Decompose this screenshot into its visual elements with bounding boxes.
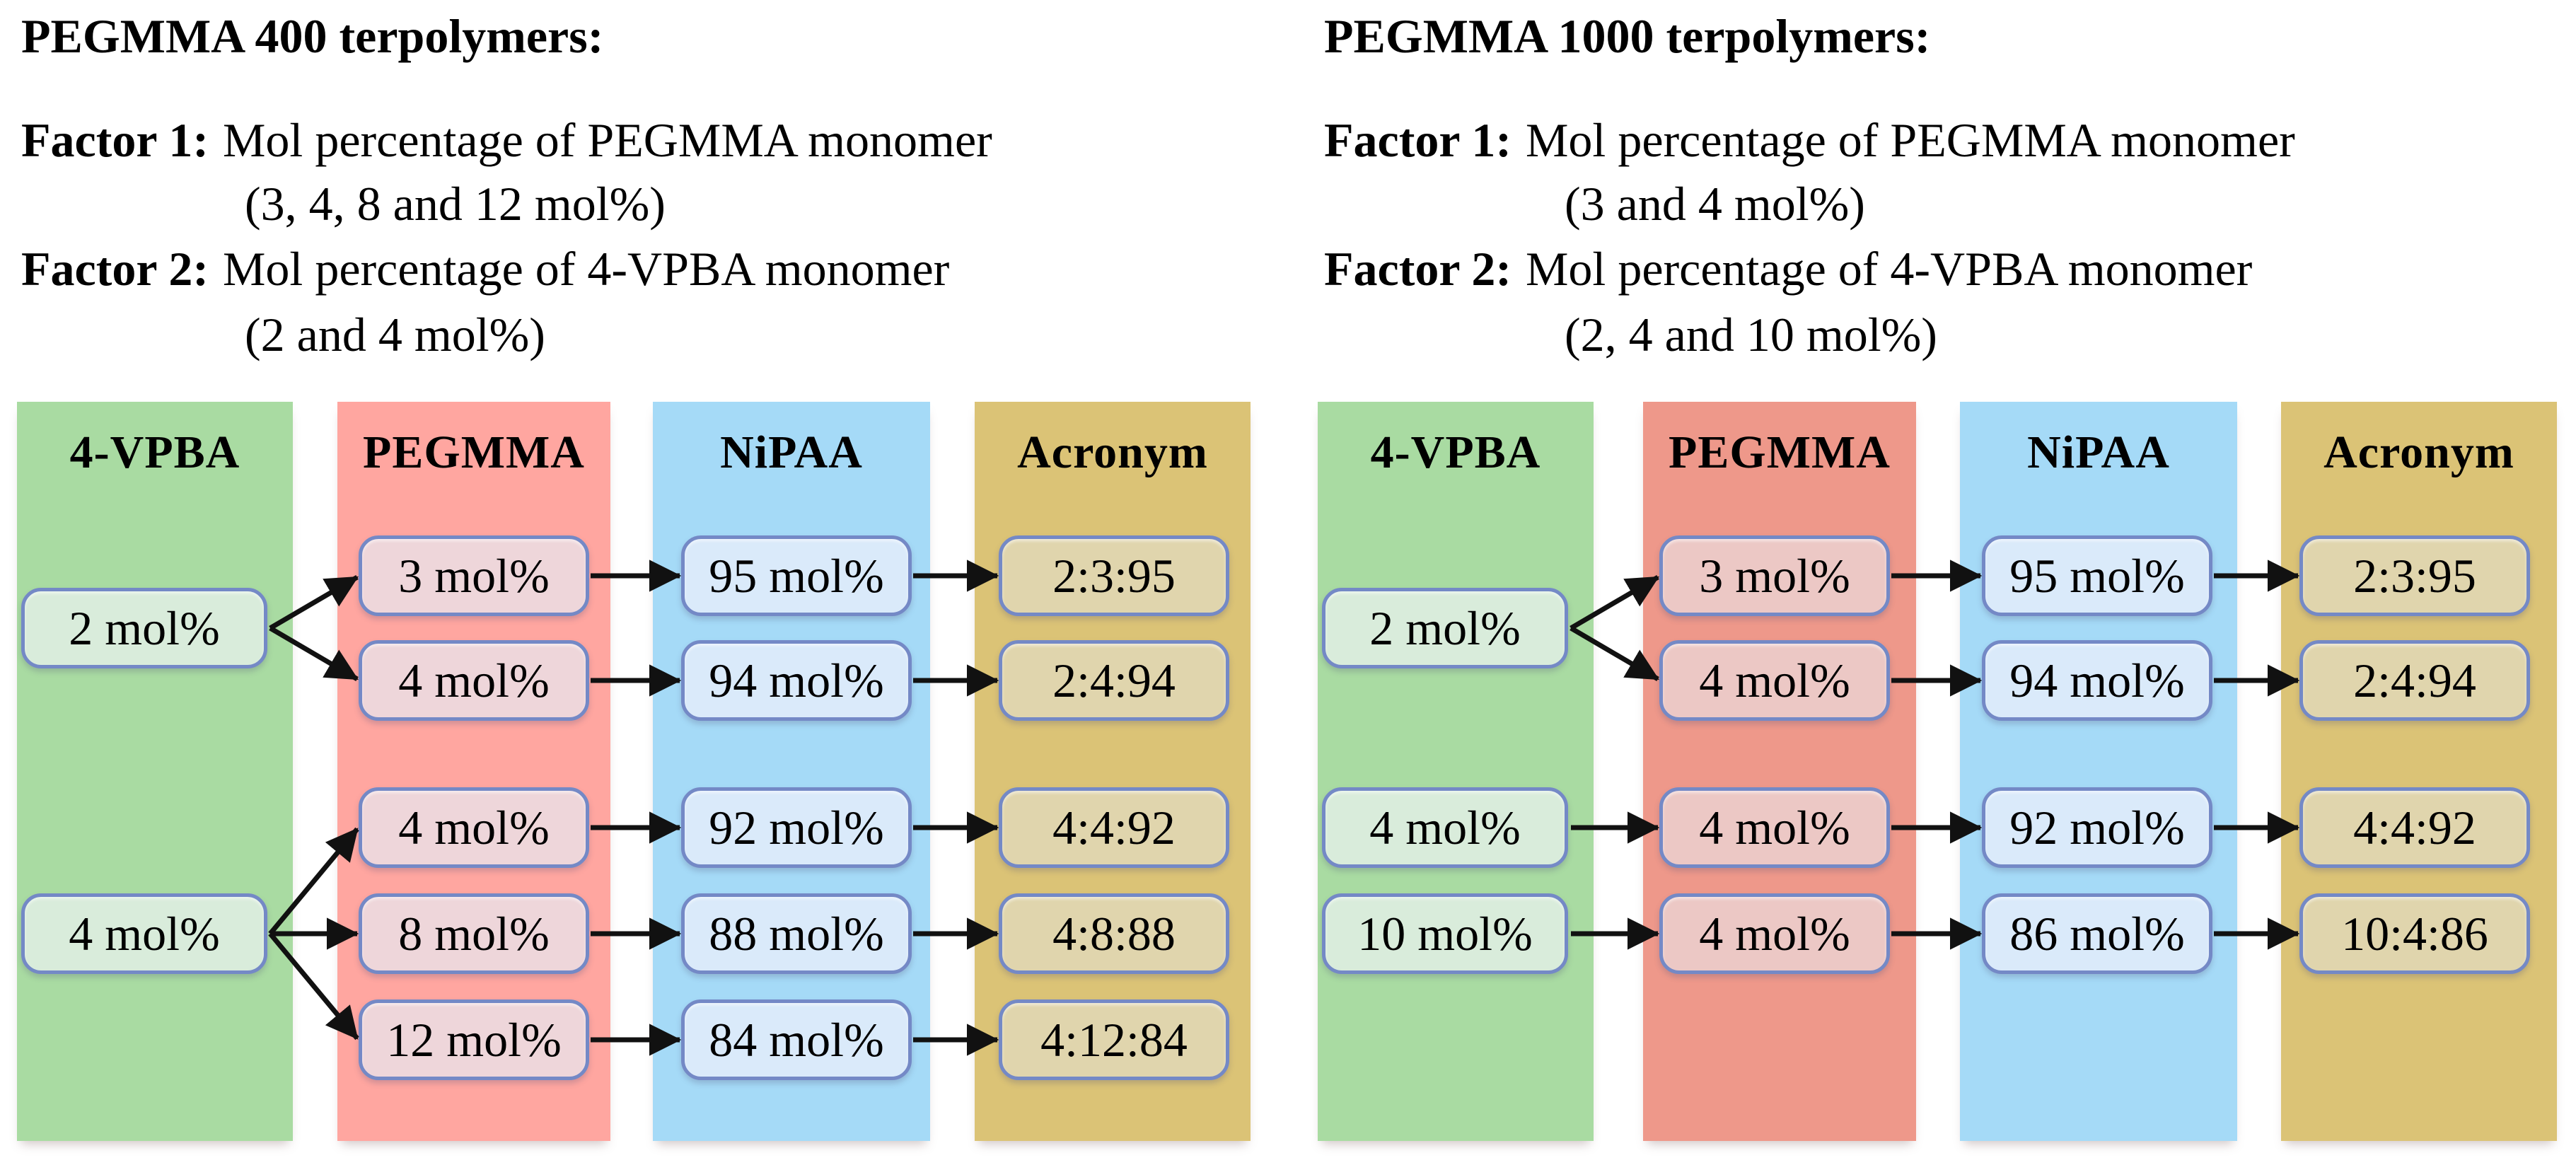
column-pegmma: PEGMMA [1643, 402, 1916, 1141]
column-header-vpba: 4-VPBA [69, 427, 240, 478]
acronym-box: 4:12:84 [999, 999, 1229, 1080]
column-acronym: Acronym [2281, 402, 2557, 1141]
panel-1000-factor2-note: (2, 4 and 10 mol%) [1565, 308, 1937, 361]
factor1-label: Factor 1: [1324, 113, 1512, 167]
column-nipaa: NiPAA [1960, 402, 2237, 1141]
panel-400-factor2-note: (2 and 4 mol%) [245, 308, 545, 361]
nipaa-box: 95 mol% [681, 535, 912, 616]
factor2-label: Factor 2: [21, 242, 209, 296]
nipaa-box: 92 mol% [681, 787, 912, 868]
nipaa-box: 94 mol% [1982, 640, 2212, 721]
pegmma-box: 4 mol% [1659, 787, 1890, 868]
acronym-box: 2:3:95 [2299, 535, 2530, 616]
acronym-box: 2:4:94 [999, 640, 1229, 721]
column-header-pegmma: PEGMMA [363, 427, 585, 478]
column-header-pegmma: PEGMMA [1669, 427, 1891, 478]
pegmma-box: 3 mol% [359, 535, 589, 616]
acronym-box: 10:4:86 [2299, 893, 2530, 974]
nipaa-box: 92 mol% [1982, 787, 2212, 868]
nipaa-box: 88 mol% [681, 893, 912, 974]
column-vpba: 4-VPBA [1318, 402, 1594, 1141]
column-header-nipaa: NiPAA [2027, 427, 2170, 478]
panel-400-factor2-line: Factor 2:Mol percentage of 4-VPBA monome… [21, 243, 949, 296]
panel-400-title: PEGMMA 400 terpolymers: [21, 9, 604, 63]
panel-1000-factor1-line: Factor 1:Mol percentage of PEGMMA monome… [1324, 114, 2295, 167]
factor1-label: Factor 1: [21, 113, 209, 167]
pegmma-box: 12 mol% [359, 999, 589, 1080]
factor1-text: Mol percentage of PEGMMA monomer [222, 113, 992, 167]
panel-1000-factor1-note: (3 and 4 mol%) [1565, 177, 1865, 231]
factor2-label: Factor 2: [1324, 242, 1512, 296]
panel-1000-title: PEGMMA 1000 terpolymers: [1324, 9, 1931, 63]
acronym-box: 4:4:92 [2299, 787, 2530, 868]
panel-400-factor1-note: (3, 4, 8 and 12 mol%) [245, 177, 666, 231]
column-vpba: 4-VPBA [17, 402, 293, 1141]
column-header-acronym: Acronym [2323, 427, 2514, 478]
factor2-text: Mol percentage of 4-VPBA monomer [1525, 242, 2253, 296]
acronym-box: 4:4:92 [999, 787, 1229, 868]
acronym-box: 4:8:88 [999, 893, 1229, 974]
column-header-nipaa: NiPAA [720, 427, 863, 478]
nipaa-box: 86 mol% [1982, 893, 2212, 974]
column-header-vpba: 4-VPBA [1370, 427, 1541, 478]
vpba-box: 4 mol% [1322, 787, 1568, 868]
pegmma-box: 8 mol% [359, 893, 589, 974]
column-header-acronym: Acronym [1017, 427, 1208, 478]
nipaa-box: 95 mol% [1982, 535, 2212, 616]
panel-1000-factor2-line: Factor 2:Mol percentage of 4-VPBA monome… [1324, 243, 2252, 296]
pegmma-box: 4 mol% [359, 640, 589, 721]
pegmma-box: 4 mol% [1659, 893, 1890, 974]
acronym-box: 2:3:95 [999, 535, 1229, 616]
factor2-text: Mol percentage of 4-VPBA monomer [222, 242, 950, 296]
nipaa-box: 84 mol% [681, 999, 912, 1080]
vpba-box: 4 mol% [21, 893, 267, 974]
acronym-box: 2:4:94 [2299, 640, 2530, 721]
vpba-box: 2 mol% [1322, 588, 1568, 668]
pegmma-box: 4 mol% [1659, 640, 1890, 721]
nipaa-box: 94 mol% [681, 640, 912, 721]
panel-400-factor1-line: Factor 1:Mol percentage of PEGMMA monome… [21, 114, 992, 167]
pegmma-box: 3 mol% [1659, 535, 1890, 616]
factor1-text: Mol percentage of PEGMMA monomer [1525, 113, 2295, 167]
vpba-box: 2 mol% [21, 588, 267, 668]
vpba-box: 10 mol% [1322, 893, 1568, 974]
pegmma-box: 4 mol% [359, 787, 589, 868]
